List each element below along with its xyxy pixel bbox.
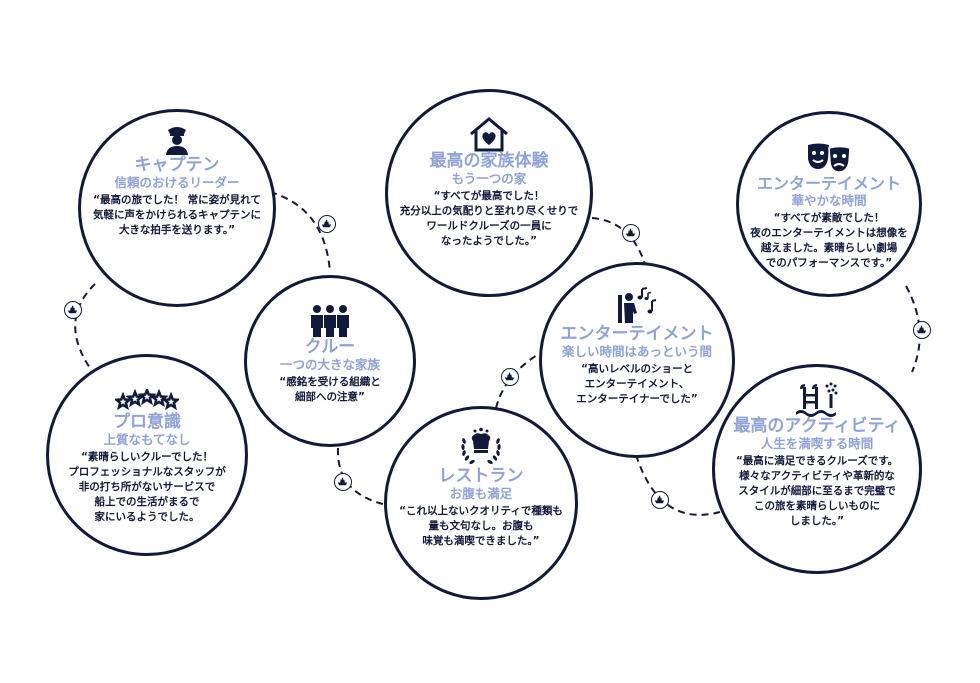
node-activity: 最高のアクティビティ 人生を満喫する時間 “最高に満足できるクルーズです。 様々… <box>712 364 922 574</box>
crew-icon <box>311 305 349 337</box>
node-quote: “最高の旅でした！ 常に姿が見れて 気軽に声をかけられるキャプテンに 大きな拍手… <box>93 194 261 236</box>
ship-icon <box>913 321 931 339</box>
node-restaurant: レストラン お腹も満足 “これ以上ないクオリティで種類も 量も文句なし。お腹も … <box>384 406 578 600</box>
theater-masks-icon <box>808 143 851 173</box>
node-crew: クルー 一つの大きな家族 “感銘を受ける組織と 細部への注意” <box>244 275 416 447</box>
node-subtitle: 華やかな時間 <box>791 193 867 208</box>
node-subtitle: もう一つの家 <box>451 171 527 186</box>
pool-icon <box>796 382 838 417</box>
node-subtitle: 一つの大きな家族 <box>279 357 380 372</box>
node-subtitle: お腹も満足 <box>449 486 513 501</box>
node-subtitle: 楽しい時間はあっという間 <box>561 344 712 359</box>
musician-icon <box>618 287 657 323</box>
node-title: 最高のアクティビティ <box>733 416 901 436</box>
node-subtitle: 上質なもてなし <box>103 432 191 447</box>
node-professional: プロ意識 上質なもてなし “素晴らしいクルーでした！ プロフェッショナルなスタッ… <box>46 354 248 556</box>
node-title: エンターテイメント <box>560 324 714 344</box>
node-title: エンターテイメント <box>756 174 901 193</box>
ship-icon <box>334 473 352 491</box>
ship-icon <box>318 215 336 233</box>
node-entertainment-mid: エンターテイメント 楽しい時間はあっという間 “高いレベルのショーと エンターテ… <box>539 262 735 458</box>
connector-entmid-activity <box>635 454 721 516</box>
node-quote: “これ以上ないクオリティで種類も 量も文句なし。お腹も 味覚も満喫できました。” <box>399 505 563 547</box>
ship-icon <box>622 224 640 242</box>
ship-icon <box>501 368 519 386</box>
connector-captain-professional <box>74 283 96 369</box>
node-quote: “最高に満足できるクルーズです。 様々なアクティビティや革新的な スタイルが細部… <box>735 455 899 527</box>
connector-captain-crew <box>269 191 331 273</box>
stars-icon <box>115 389 179 411</box>
node-title: 最高の家族体験 <box>429 151 549 171</box>
node-quote: “感銘を受ける組織と 細部への注意” <box>279 376 381 403</box>
home-heart-icon <box>470 117 508 152</box>
node-title: プロ意識 <box>113 412 181 432</box>
node-title: キャプテン <box>134 155 220 175</box>
node-family: 最高の家族体験 もう一つの家 “すべてが最高でした！ 充分以上の気配りと至れり尽… <box>385 89 593 297</box>
node-quote: “高いレベルのショーと エンターテイメント、 エンターテイナーでした” <box>576 363 698 405</box>
ship-icon <box>651 491 669 509</box>
node-quote: “すべてが最高でした！ 充分以上の気配りと至れり尽くせりで ワールドクルーズの一… <box>399 190 579 247</box>
node-title: クルー <box>304 337 356 357</box>
node-captain: キャプテン 信頼のおけるリーダー “最高の旅でした！ 常に姿が見れて 気軽に声を… <box>78 109 276 307</box>
node-entertainment-top: エンターテイメント 華やかな時間 “すべてが素敵でした！ 夜のエンターテイメント… <box>736 111 922 297</box>
node-title: レストラン <box>438 466 524 486</box>
captain-icon <box>166 127 188 155</box>
node-subtitle: 信頼のおけるリーダー <box>114 175 240 190</box>
node-quote: “素晴らしいクルーでした！ プロフェッショナルなスタッフが 非の打ち所がないサー… <box>68 451 226 523</box>
chef-hat-laurel-icon <box>461 427 501 465</box>
node-subtitle: 人生を満喫する時間 <box>760 436 874 451</box>
ship-icon <box>64 301 82 319</box>
node-quote: “すべてが素敵でした！ 夜のエンターテイメントは想像を 越えました。素晴らしい劇… <box>750 212 908 269</box>
